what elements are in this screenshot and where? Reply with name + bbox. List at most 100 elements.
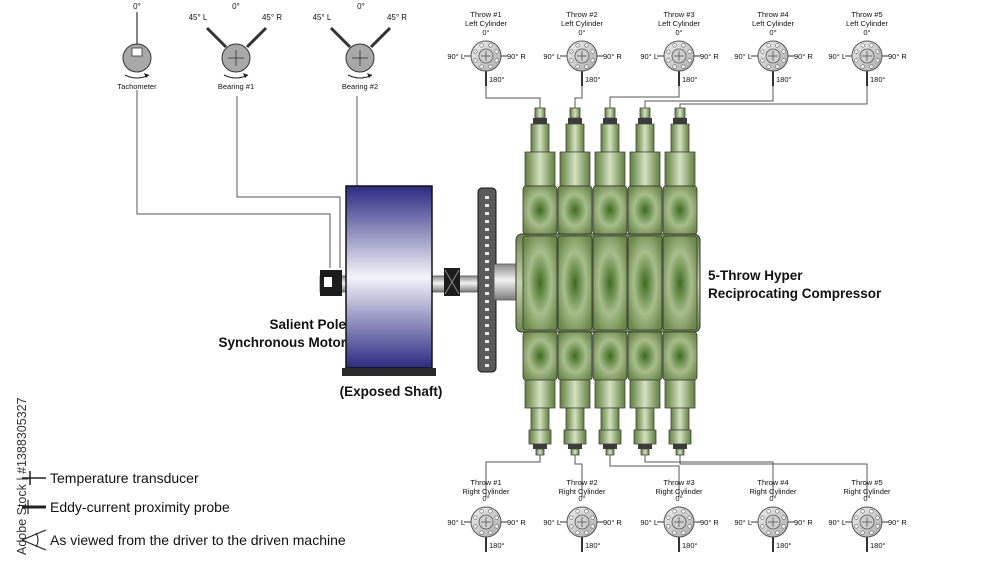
viewing-direction-icon (21, 529, 47, 551)
flywheel-hole (485, 356, 489, 359)
throw-title: Throw #1 (470, 478, 501, 487)
valve-collar (673, 118, 687, 124)
dial-top-label: 0° (863, 28, 870, 37)
bearing-1-sensor: 0° 45° L 45° R Bearing #1 (189, 2, 283, 91)
lower-cylinder-rod (530, 407, 550, 431)
bolt-hole (672, 530, 677, 535)
valve-collar (533, 118, 547, 124)
bolt-hole (687, 524, 692, 529)
bearing-1-left-probe-icon (205, 26, 228, 49)
lower-cylinder-rod (635, 407, 655, 431)
bolt-hole (760, 515, 765, 520)
bolt-hole (854, 49, 859, 54)
upper-cylinder (664, 151, 696, 187)
upper-cylinder-block (662, 185, 698, 235)
compressor-label-line1: 5-Throw Hyper (708, 268, 803, 283)
throw-title: Throw #5 (851, 10, 882, 19)
flywheel-hole (485, 220, 489, 223)
upper-cylinder-rod (670, 123, 690, 153)
bolt-hole (590, 515, 595, 520)
proximity-probe-icon (22, 500, 46, 514)
bolt-hole (687, 58, 692, 63)
throw-title: Throw #4 (757, 478, 788, 487)
valve-collar (568, 444, 582, 449)
bolt-hole (473, 515, 478, 520)
bearing-1-top-label: 0° (232, 2, 240, 11)
dial-right-label: 90° R (507, 52, 526, 61)
motor-label-line2: Synchronous Motor (219, 335, 347, 350)
valve-cap (569, 107, 581, 119)
dial-bottom-label: 180° (489, 75, 505, 84)
bolt-hole (775, 509, 780, 514)
dial-left-label: 90° L (828, 52, 846, 61)
valve-cap (675, 448, 685, 456)
valve-collar (568, 118, 582, 124)
bearing-1-right-label: 45° R (262, 13, 282, 22)
lower-cylinder-rod (670, 407, 690, 431)
cylinder-column-3 (592, 107, 628, 456)
lower-cylinder-block (522, 331, 558, 381)
dial-bottom-label: 180° (870, 75, 886, 84)
dial-left-label: 90° L (447, 52, 465, 61)
bolt-hole (473, 49, 478, 54)
legend: Temperature transducer Eddy-current prox… (21, 470, 346, 551)
flywheel-hole (485, 260, 489, 263)
bolt-hole (672, 509, 677, 514)
upper-cylinder-rod (530, 123, 550, 153)
upper-cylinder-block (627, 185, 663, 235)
bolt-hole (760, 524, 765, 529)
bearing-2-left-label: 45° L (313, 13, 332, 22)
rotation-arrow-head (144, 73, 149, 78)
cylinder-side-label: Right Cylinder (749, 487, 797, 496)
dial-bottom-label: 180° (585, 541, 601, 550)
cylinder-side-label: Left Cylinder (846, 19, 889, 28)
dial-left-label: 90° L (640, 518, 658, 527)
bolt-hole (775, 43, 780, 48)
bolt-hole (494, 524, 499, 529)
dial-top-label: 0° (769, 494, 776, 503)
bolt-hole (488, 43, 493, 48)
bolt-hole (875, 58, 880, 63)
crosshead-block (522, 235, 558, 331)
motor-base (342, 368, 436, 376)
upper-cylinder-rod (600, 123, 620, 153)
flywheel-hole (485, 284, 489, 287)
bearing-2-right-label: 45° R (387, 13, 407, 22)
bolt-hole (766, 509, 771, 514)
compressor-hub (493, 263, 519, 301)
crosshead-block (557, 235, 593, 331)
bolt-hole (766, 530, 771, 535)
cylinder-side-label: Right Cylinder (558, 487, 606, 496)
flywheel-hole (485, 332, 489, 335)
flywheel (477, 187, 519, 373)
flywheel-holes (485, 196, 489, 367)
valve-collar (533, 444, 547, 449)
tachometer-sensor: 0° Tachometer (117, 2, 157, 91)
bolt-hole (584, 43, 589, 48)
bolt-hole (672, 64, 677, 69)
flywheel-hole (485, 268, 489, 271)
flywheel-hole (485, 308, 489, 311)
dial-left-label: 90° L (543, 52, 561, 61)
cylinder-side-label: Right Cylinder (655, 487, 703, 496)
bolt-hole (687, 49, 692, 54)
flywheel-hole (485, 236, 489, 239)
dial-top-label: 0° (578, 28, 585, 37)
valve-collar (638, 118, 652, 124)
bearing-2-left-probe-icon (329, 26, 352, 49)
throw-title: Throw #2 (566, 10, 597, 19)
bolt-hole (494, 49, 499, 54)
lower-cylinder-block (662, 331, 698, 381)
dial-right-label: 90° R (888, 518, 907, 527)
lower-valve-housing (563, 429, 587, 445)
throw-title: Throw #5 (851, 478, 882, 487)
dial-bottom-label: 180° (489, 541, 505, 550)
bolt-hole (875, 515, 880, 520)
bearing-2-top-label: 0° (357, 2, 365, 11)
dial-bottom-label: 180° (682, 541, 698, 550)
bearing-1-left-label: 45° L (189, 13, 208, 22)
temperature-transducer-icon (22, 471, 46, 485)
